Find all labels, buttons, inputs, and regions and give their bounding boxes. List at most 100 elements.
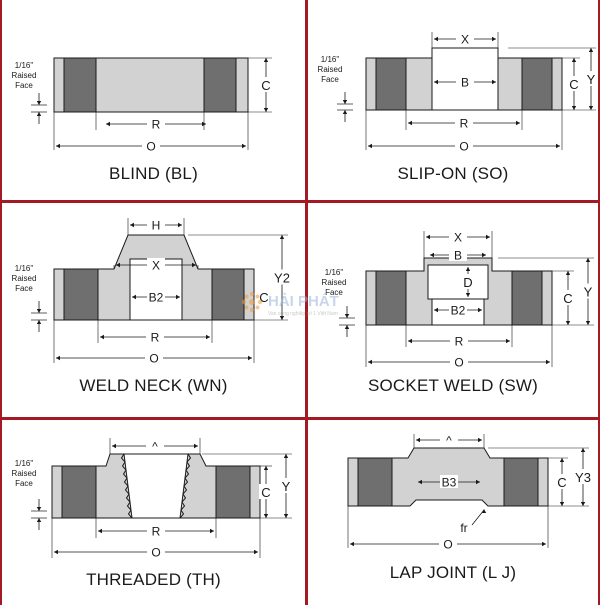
brand-watermark: HẢI PHÁT Van công nghiệp số 1 Việt Nam [240,288,370,322]
arrowhead [342,100,348,104]
label-backing [555,474,569,489]
raised-face-lip [51,465,63,519]
raised-face-label: 1/16" [325,268,344,277]
arrowhead [206,334,210,340]
arrowhead [100,334,104,340]
raised-face-label: Face [15,284,33,293]
dimension-label-r: R [455,335,464,349]
raised-face-lip [551,57,563,111]
raised-face-lip [53,268,65,321]
arrowhead [202,121,206,127]
label-backing [576,469,590,484]
bolt-hole-region-left [63,268,99,321]
dimension-label-b: B [461,76,469,90]
label-backing [439,537,457,550]
panel-title: THREADED (TH) [86,570,221,589]
dimension-label-y: Y [587,72,596,87]
bolt-hole-region-left [61,465,97,519]
arrowhead [192,262,196,268]
raised-face-label: Raised [12,469,37,478]
bolt-hole-region-left [357,457,393,507]
raised-face-label: Face [321,75,339,84]
arrowhead [132,294,136,300]
threaded-bore [123,453,189,519]
dimension-label-b2: B2 [451,304,466,318]
arrowhead [476,479,480,485]
arrowhead [106,121,110,127]
bolt-hole-region-right [215,465,251,519]
arrowhead [588,48,594,52]
dimension-label-o: O [146,140,155,154]
raised-face-label: Raised [12,71,37,80]
label-backing [450,355,468,368]
arrowhead [580,502,586,506]
label-backing [146,439,164,452]
arrowhead [56,355,60,361]
dimension-label-c: C [259,290,268,305]
arrowhead [416,437,420,443]
dimension-label-d: D [463,275,472,290]
label-backing [449,230,467,243]
arrowhead [418,479,422,485]
arrowhead [426,234,430,240]
watermark-brand: HẢI PHÁT [268,293,339,310]
dimension-label-b2: B2 [149,291,164,305]
arrowhead [492,79,496,85]
arrowhead [36,507,42,511]
bolt-hole-region-right [203,57,237,113]
raised-face-lip [235,57,249,113]
arrowhead [36,112,42,116]
arrowhead [368,143,372,149]
label-backing [275,269,289,285]
arrowhead [556,143,560,149]
label-backing [147,545,165,558]
arrowhead [350,541,354,547]
dimension-label-o: O [151,546,160,560]
label-backing [147,218,165,231]
label-backing [450,334,468,347]
arrowhead [283,454,289,458]
label-backing [146,330,164,343]
label-backing [456,32,474,45]
arrowhead [36,320,42,324]
dimension-label-y: Y [282,479,291,494]
arrowhead [408,120,412,126]
arrowhead [242,143,246,149]
raised-face-label: Face [15,479,33,488]
divider-horizontal-2 [0,417,600,420]
raised-face-label: Raised [318,65,343,74]
border-left [0,0,2,605]
arrowhead [54,549,58,555]
dimension-label-c: C [261,485,270,500]
arrowhead [565,271,571,275]
raised-face-lip [53,57,65,113]
label-backing [455,139,473,152]
bolt-hole-region-left [375,270,407,326]
arrowhead [478,437,482,443]
raised-face-label: 1/16" [15,61,34,70]
arrowhead [210,528,214,534]
raised-face-lip [249,465,261,519]
label-backing [142,139,160,152]
arrowhead [112,443,116,449]
fillet-arrow [481,509,487,513]
dimension-label-x: X [454,231,462,245]
socket-bore [427,264,489,300]
raised-face-lip [365,57,377,111]
dimension-label-y3: Y3 [575,470,591,485]
dimension-label-^: ^ [152,440,158,454]
arrowhead [408,338,412,344]
dimension-label-c: C [569,77,578,92]
dimension-label-fr: fr [460,521,467,535]
arrowhead [98,528,102,534]
arrowhead [56,143,60,149]
label-backing [145,351,163,364]
dimension-label-h: H [152,219,161,233]
arrowhead [559,502,565,506]
raised-face-lip [537,457,549,507]
arrowhead [178,222,182,228]
